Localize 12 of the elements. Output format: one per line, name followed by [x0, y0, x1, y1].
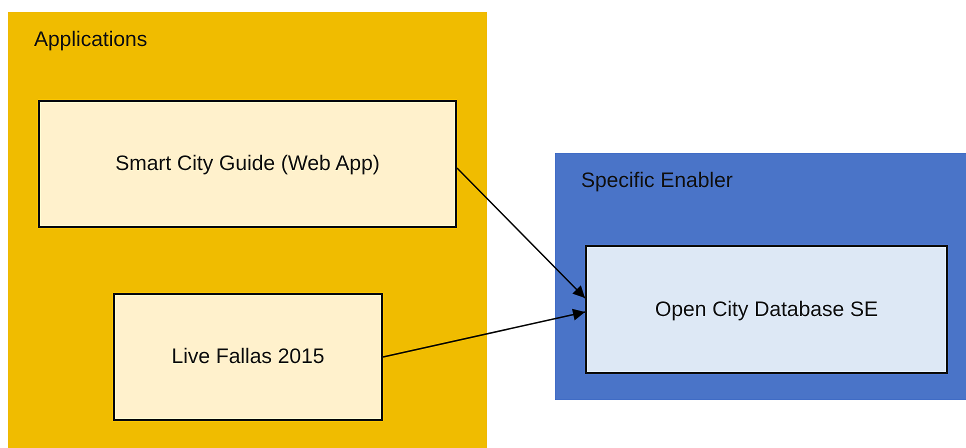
box-label: Open City Database SE	[655, 298, 878, 322]
box-label: Live Fallas 2015	[172, 345, 324, 369]
box-label: Smart City Guide (Web App)	[115, 152, 380, 176]
arrow	[382, 308, 586, 358]
enabler-box	[585, 245, 948, 374]
group-panel	[555, 153, 966, 400]
app-box	[113, 293, 383, 421]
group-title: Applications	[34, 28, 148, 52]
group-panel	[8, 12, 487, 448]
app-box	[38, 100, 457, 228]
arrow	[456, 167, 586, 299]
group-title: Specific Enabler	[581, 169, 733, 193]
